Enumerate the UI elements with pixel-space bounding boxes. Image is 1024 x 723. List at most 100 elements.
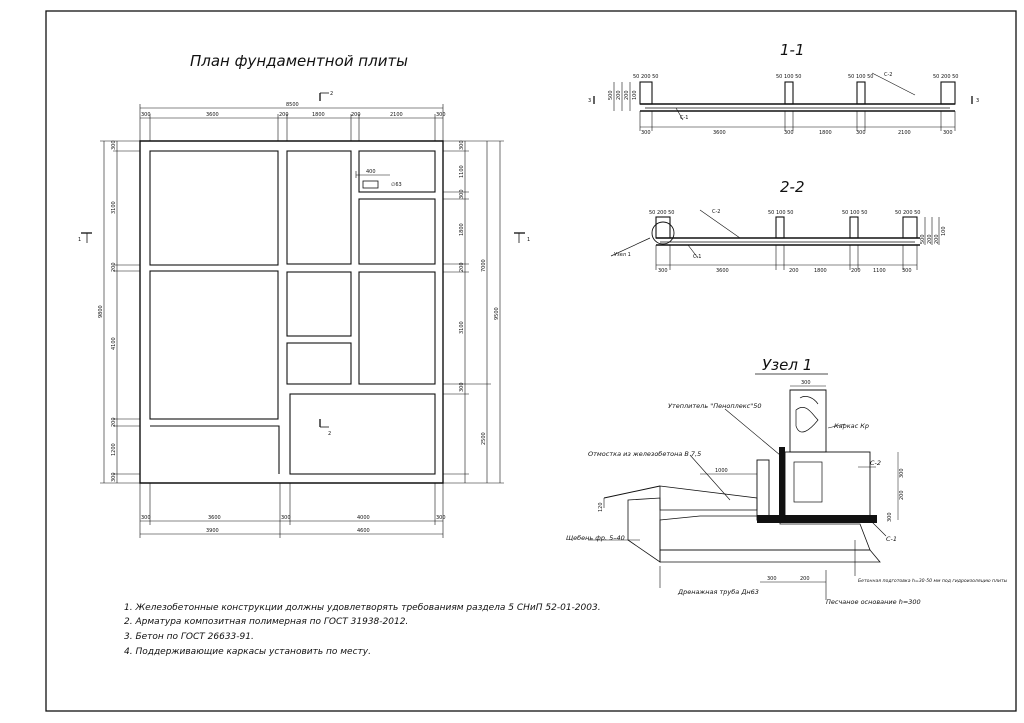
plan-top-dim-5: 200 (351, 112, 361, 118)
plan-left-total: 9800 (98, 305, 104, 318)
s2-right-dim-4: 100 (941, 226, 947, 236)
plan-left-dims (100, 140, 140, 484)
plan-top-dim-3: 200 (279, 112, 289, 118)
plan-bottom-dims (139, 483, 444, 538)
s1-dim-2: 3600 (713, 130, 726, 136)
plan-right-dim-1: 300 (459, 140, 465, 150)
s2-dim-5: 200 (851, 268, 861, 274)
plan-left-dim-5: 200 (111, 417, 117, 427)
plan-top-total: 8500 (286, 102, 299, 108)
plan-right-total-a: 7000 (481, 259, 487, 272)
s2-right-dim-2: 200 (927, 234, 933, 244)
plan-bottom-dim-5: 300 (436, 515, 446, 521)
opening-label: ∅63 (391, 182, 402, 188)
section-mark-left: 1 (78, 232, 92, 243)
s2-right-dim-1: 500 (920, 234, 926, 244)
plan-right-dim-3: 300 (459, 189, 465, 199)
s2-mark-3: 50 100 50 (842, 210, 867, 216)
s1-mark-3: 50 100 50 (848, 74, 873, 80)
plan-left-dim-3: 200 (111, 262, 117, 272)
notes: 1. Железобетонные конструкции должны удо… (124, 603, 601, 657)
plan-left-dim-2: 3100 (111, 201, 117, 214)
s1-dim-4: 1800 (819, 130, 832, 136)
s1-cut-right: 3 (971, 96, 979, 104)
plan-bottom-total-2: 4600 (357, 528, 370, 534)
s1-dim-6: 2100 (898, 130, 911, 136)
s1-left-dim-2: 200 (616, 90, 622, 100)
plan-left-dim-6: 1200 (111, 443, 117, 456)
node-1-detail: Узел 1 Утеплитель "Пе (566, 356, 1008, 606)
node-dim-4: 200 (800, 576, 810, 582)
s1-dim-7: 300 (943, 130, 953, 136)
node-dim-2: 1000 (715, 468, 728, 474)
svg-text:1: 1 (78, 237, 81, 243)
plan-title: План фундаментной плиты (190, 52, 408, 70)
plan-left-dim-7: 300 (111, 472, 117, 482)
s1-mark-4: 50 200 50 (933, 74, 958, 80)
plan-top-dim-6: 2100 (390, 112, 403, 118)
node-dim-7: 300 (887, 512, 893, 522)
s2-mark-1: 50 200 50 (649, 210, 674, 216)
plan-right-total-b: 2500 (481, 432, 487, 445)
note-1: 1. Железобетонные конструкции должны удо… (124, 603, 601, 613)
plan-right-dim-5: 200 (459, 262, 465, 272)
s2-dim-6: 1100 (873, 268, 886, 274)
plan-left-dim-4: 4100 (111, 337, 117, 350)
node-dim-6: 300 (899, 468, 905, 478)
s1-left-dim-1: 500 (608, 90, 614, 100)
section-mark-right: 1 (514, 232, 530, 243)
sheet-frame (45, 10, 1017, 712)
svg-text:2: 2 (330, 91, 333, 97)
node-label-blind-area: Отмостка из железобетона В 7,5 (588, 450, 701, 458)
s1-dim-5: 300 (856, 130, 866, 136)
node-label-drain: Дренажная труба Дн63 (677, 588, 759, 596)
s1-cut-left: 3 (588, 96, 595, 104)
node-label-sand: Песчаное основание h=300 (826, 598, 921, 606)
plan-top-dim-1: 300 (141, 112, 151, 118)
node-label-gravel: Щебень фр. 5–40 (566, 534, 625, 542)
plan-bottom-dim-1: 300 (141, 515, 151, 521)
plan-bottom-dim-4: 4000 (357, 515, 370, 521)
s2-dim-2: 3600 (716, 268, 729, 274)
s1-left-dim-3: 200 (624, 90, 630, 100)
section-1-title: 1-1 (780, 41, 805, 59)
svg-text:1: 1 (527, 237, 530, 243)
plan-bottom-total-1: 3900 (206, 528, 219, 534)
plan-right-dim-7: 300 (459, 382, 465, 392)
s1-rebar-c1: С-1 (680, 115, 688, 121)
plan-right-dim-4: 1800 (459, 223, 465, 236)
plan-top-dim-2: 3600 (206, 112, 219, 118)
node-label-c2: С-2 (870, 459, 881, 467)
section-2-title: 2-2 (780, 178, 805, 196)
section-2-2: 2-2 Узел 1 С-2 С-1 50 200 50 50 100 50 5… (610, 178, 947, 274)
s2-rebar-c1: С-1 (693, 254, 701, 260)
opening-dim: 400 (366, 169, 376, 175)
plan-left-dim-1: 300 (111, 140, 117, 150)
s2-right-dim-3: 200 (934, 234, 940, 244)
slab-cells (149, 150, 436, 475)
s1-dim-3: 300 (784, 130, 794, 136)
node-dim-5: 200 (899, 490, 905, 500)
section-mark-bottom: 2 (319, 419, 331, 437)
plan-right-dim-2: 1100 (459, 165, 465, 178)
plan-top-dim-7: 300 (436, 112, 446, 118)
node-dim-3: 300 (767, 576, 777, 582)
node-label-frame: Каркас Кр (834, 422, 869, 430)
svg-text:3: 3 (976, 98, 979, 104)
plan-right-dim-6: 3100 (459, 321, 465, 334)
note-2: 2. Арматура композитная полимерная по ГО… (124, 617, 408, 627)
plan-top-dim-4: 1800 (312, 112, 325, 118)
plan-view: План фундаментной плиты 400 ∅63 (78, 52, 530, 538)
node-1-title: Узел 1 (762, 356, 812, 374)
s2-dim-7: 300 (902, 268, 912, 274)
s1-rebar-c2: С-2 (884, 72, 892, 78)
s2-rebar-c2: С-2 (712, 209, 720, 215)
node-dim-8: 120 (598, 502, 604, 512)
s2-mark-2: 50 100 50 (768, 210, 793, 216)
s2-node-ref: Узел 1 (614, 252, 631, 258)
s2-dim-4: 1800 (814, 268, 827, 274)
node-label-concrete-prep: Бетонная подготовка h=30-50 мм под гидро… (858, 578, 1008, 584)
s1-mark-2: 50 100 50 (776, 74, 801, 80)
plan-top-dims (139, 104, 444, 141)
s1-mark-1: 50 200 50 (633, 74, 658, 80)
